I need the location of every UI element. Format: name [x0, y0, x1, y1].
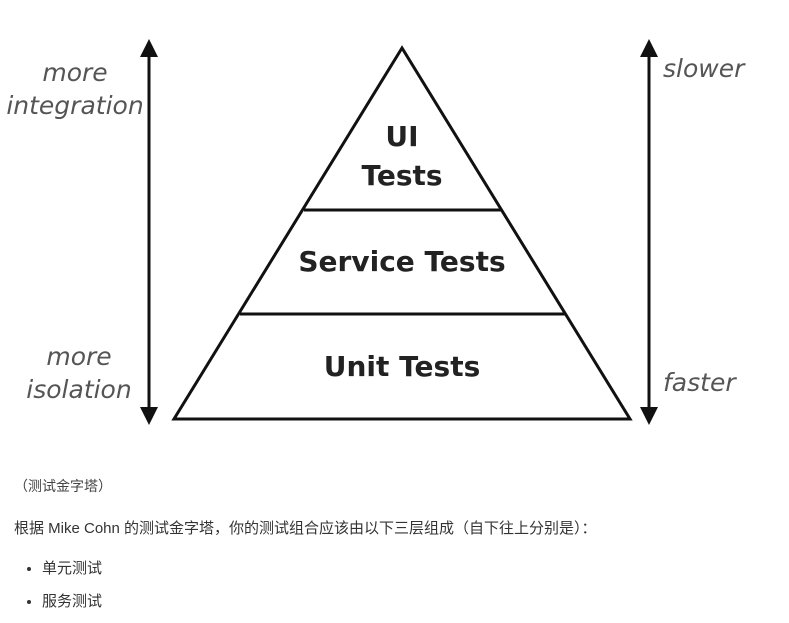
slower-label: slower — [663, 54, 746, 83]
ui-tests-label-line2: Tests — [361, 159, 442, 192]
more-isolation-label-line2: isolation — [26, 375, 131, 404]
test-layer-list: 单元测试 服务测试 — [22, 557, 102, 623]
pyramid-outline — [171, 45, 633, 421]
more-integration-label-line2: integration — [6, 91, 143, 120]
test-pyramid-diagram: UI Tests Service Tests Unit Tests more i… — [6, 39, 746, 425]
unit-tests-label: Unit Tests — [324, 350, 481, 383]
figure-caption: （测试金字塔） — [14, 478, 112, 494]
more-integration-label-line1: more — [42, 58, 107, 87]
more-isolation-label-line1: more — [46, 342, 111, 371]
intro-paragraph: 根据 Mike Cohn 的测试金字塔，你的测试组合应该由以下三层组成（自下往上… — [14, 520, 597, 537]
faster-label: faster — [663, 368, 737, 397]
ui-tests-label-line1: UI — [385, 120, 418, 153]
list-item: 单元测试 — [42, 557, 102, 590]
list-item: 服务测试 — [42, 590, 102, 623]
service-tests-label: Service Tests — [298, 245, 505, 278]
